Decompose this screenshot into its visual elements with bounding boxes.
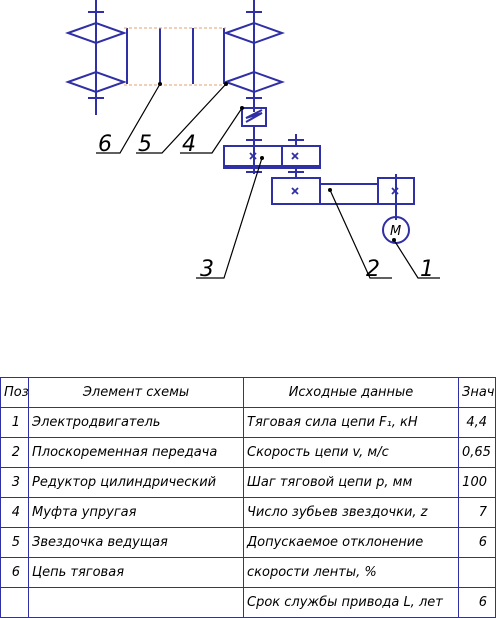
label-6: 6 xyxy=(98,132,112,157)
cell-value: 100 xyxy=(458,467,496,498)
cell-element xyxy=(28,587,244,618)
cell-element: Редуктор цилиндрический xyxy=(28,467,244,498)
cell-value: 7 xyxy=(458,497,496,528)
leader-4 xyxy=(180,107,243,154)
table-row: 6 Цепь тяговая скорости ленты, % xyxy=(0,557,496,588)
cell-pos: 4 xyxy=(0,497,29,528)
flat-belt-drive xyxy=(271,174,415,220)
cell-data: Срок службы привода L, лет xyxy=(243,587,459,618)
leader-1 xyxy=(393,239,440,279)
sprocket-bottom-left xyxy=(65,70,127,94)
cell-element: Электродвигатель xyxy=(28,407,244,438)
cell-data: Скорость цепи v, м/с xyxy=(243,437,459,468)
table-row: 4 Муфта упругая Число зубьев звездочки, … xyxy=(0,497,496,528)
label-1: 1 xyxy=(420,257,434,282)
cell-element: Муфта упругая xyxy=(28,497,244,528)
table-row: Срок службы привода L, лет 6 xyxy=(0,587,496,618)
header-value: Знач xyxy=(458,377,496,408)
cell-pos: 2 xyxy=(0,437,29,468)
cell-element: Цепь тяговая xyxy=(28,557,244,588)
table-row: 1 Электродвигатель Тяговая сила цепи F₁,… xyxy=(0,407,496,438)
cell-pos: 6 xyxy=(0,557,29,588)
cell-element: Плоскоременная передача xyxy=(28,437,244,468)
cell-value: 4,4 xyxy=(458,407,496,438)
traction-chain xyxy=(126,28,225,84)
label-2: 2 xyxy=(366,257,380,282)
motor-label: M xyxy=(390,224,401,239)
table-row: 3 Редуктор цилиндрический Шаг тяговой це… xyxy=(0,467,496,498)
sprocket-shaft-left xyxy=(88,0,104,115)
cell-element: Звездочка ведущая xyxy=(28,527,244,558)
table-row: 5 Звездочка ведущая Допускаемое отклонен… xyxy=(0,527,496,558)
sprocket-top-right xyxy=(223,21,285,45)
kinematic-scheme: 6 5 4 3 2 1 M xyxy=(65,0,440,282)
cell-value: 6 xyxy=(458,587,496,618)
leader-6 xyxy=(96,83,161,154)
header-element: Элемент схемы xyxy=(28,377,244,408)
cell-data: Допускаемое отклонение xyxy=(243,527,459,558)
cell-value: 6 xyxy=(458,527,496,558)
cell-pos xyxy=(0,587,29,618)
cylindrical-reducer xyxy=(223,134,321,178)
leader-2 xyxy=(329,189,392,279)
label-4: 4 xyxy=(182,132,196,157)
cell-pos: 3 xyxy=(0,467,29,498)
header-data: Исходные данные xyxy=(243,377,459,408)
sprocket-bottom-right xyxy=(223,70,285,94)
table-header-row: Поз Элемент схемы Исходные данные Знач xyxy=(0,377,496,408)
leader-5 xyxy=(136,83,227,154)
leader-3 xyxy=(196,157,263,279)
cell-pos: 5 xyxy=(0,527,29,558)
sprocket-top-left xyxy=(65,21,127,45)
cell-value xyxy=(458,557,496,588)
table-row: 2 Плоскоременная передача Скорость цепи … xyxy=(0,437,496,468)
specification-table: Поз Элемент схемы Исходные данные Знач 1… xyxy=(0,377,497,618)
cell-data: Число зубьев звездочки, z xyxy=(243,497,459,528)
cell-data: Шаг тяговой цепи p, мм xyxy=(243,467,459,498)
label-5: 5 xyxy=(138,132,152,157)
cell-value: 0,65 xyxy=(458,437,496,468)
header-pos: Поз xyxy=(0,377,29,408)
label-3: 3 xyxy=(200,257,214,282)
cell-data: Тяговая сила цепи F₁, кН xyxy=(243,407,459,438)
sprocket-shaft-right xyxy=(246,0,262,107)
cell-pos: 1 xyxy=(0,407,29,438)
cell-data: скорости ленты, % xyxy=(243,557,459,588)
